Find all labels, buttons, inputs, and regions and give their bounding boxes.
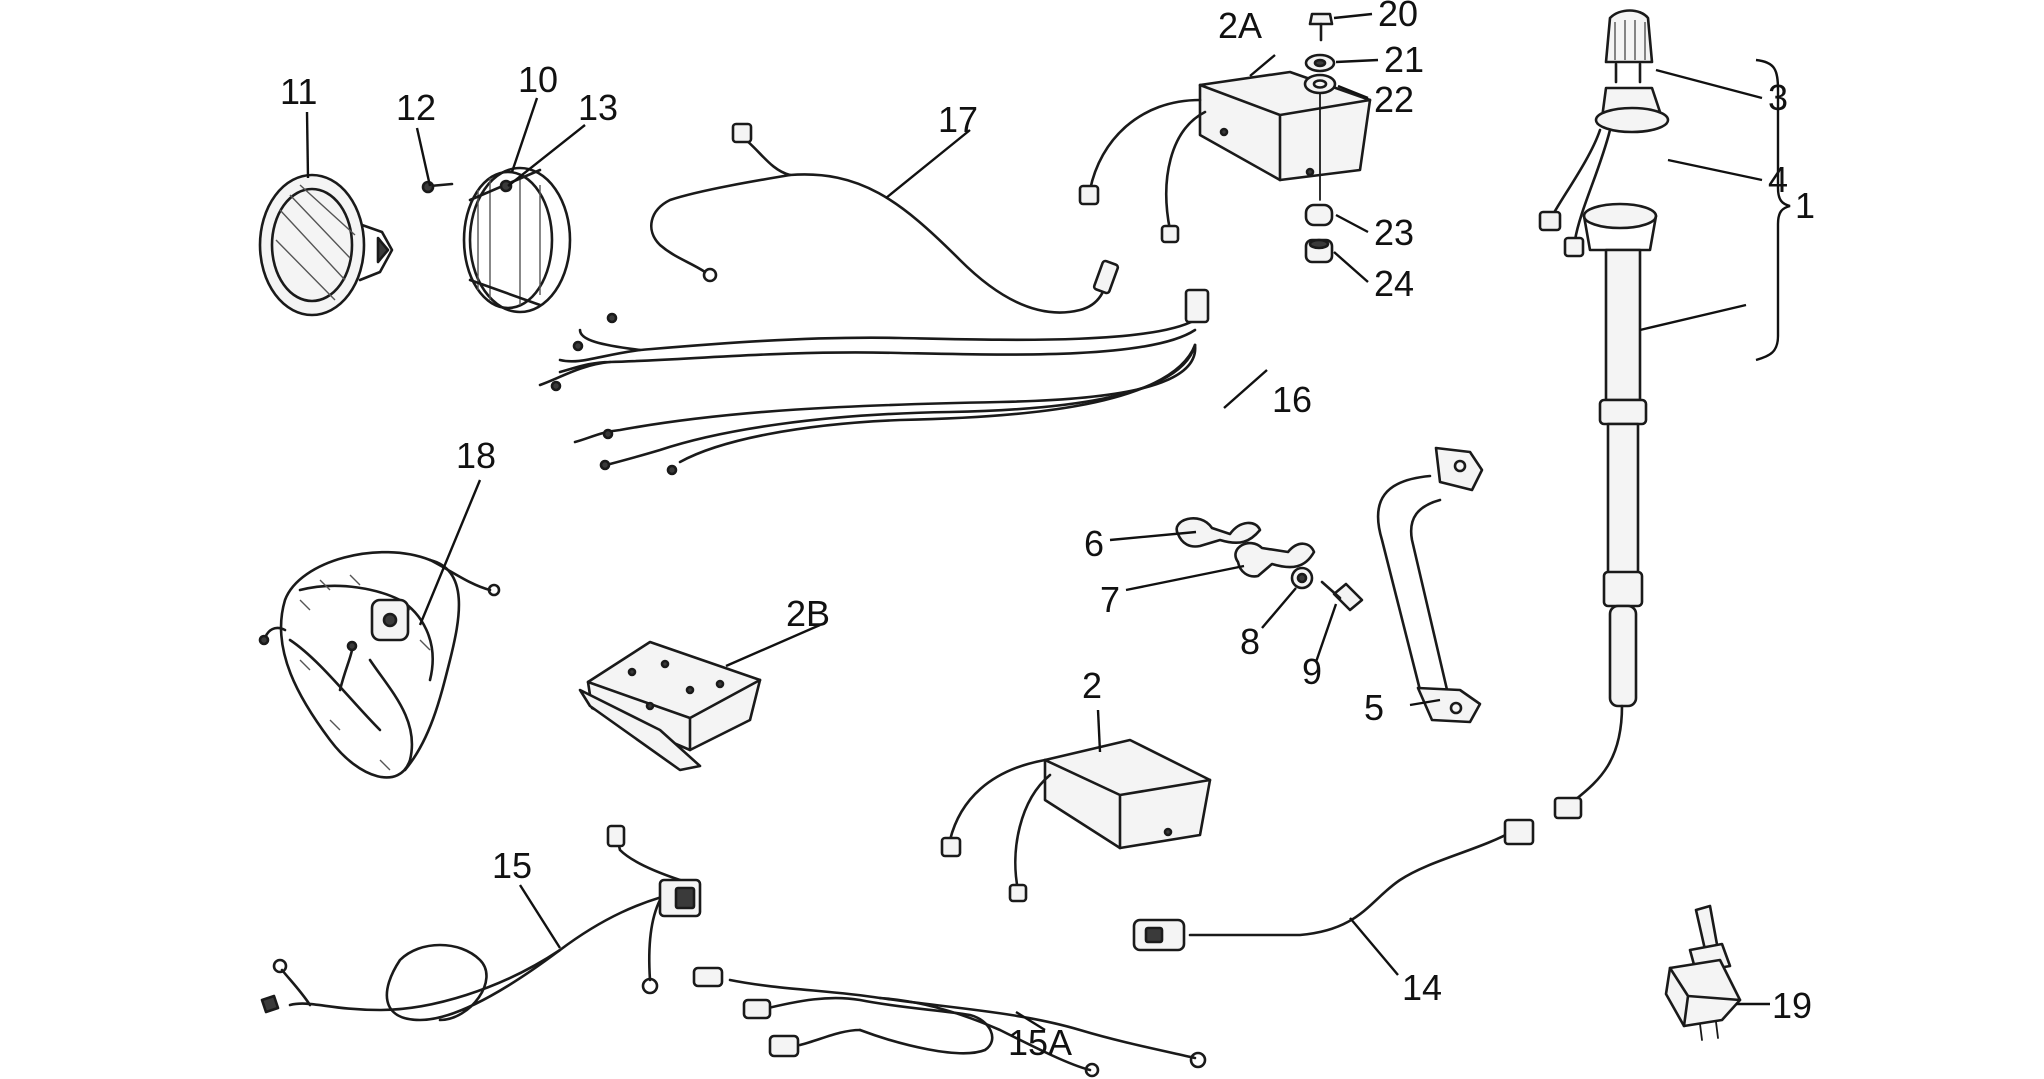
- label-23: 23: [1374, 212, 1414, 253]
- label-3: 3: [1768, 77, 1788, 118]
- wiring-harness-15: [260, 824, 702, 1022]
- headlamp: [258, 173, 394, 317]
- label-18: 18: [456, 435, 496, 476]
- label-14: 14: [1402, 967, 1442, 1008]
- electronic-module-2a: [1078, 70, 1372, 244]
- wiring-harness-18: [258, 550, 501, 779]
- clamp-hardware: [1175, 517, 1364, 612]
- wiring-harness-16: [538, 288, 1210, 476]
- label-15a: 15A: [1008, 1022, 1072, 1063]
- label-17: 17: [938, 99, 978, 140]
- electronic-module-2: [940, 738, 1212, 903]
- mounting-bracket: [1376, 446, 1484, 724]
- label-7: 7: [1100, 579, 1120, 620]
- label-20: 20: [1378, 0, 1418, 34]
- label-2: 2: [1082, 665, 1102, 706]
- label-1: 1: [1795, 185, 1815, 226]
- label-5: 5: [1364, 687, 1384, 728]
- label-8: 8: [1240, 621, 1260, 662]
- rim-screw: [421, 180, 454, 194]
- rim-clip: [499, 179, 513, 193]
- antenna-assembly: [1538, 9, 1670, 820]
- wiring-harness-17: [650, 122, 1120, 314]
- label-21: 21: [1384, 39, 1424, 80]
- module-mount-hardware: [1303, 12, 1337, 264]
- label-9: 9: [1302, 651, 1322, 692]
- label-12: 12: [396, 87, 436, 128]
- label-11: 11: [280, 71, 317, 112]
- label-15: 15: [492, 845, 532, 886]
- label-22: 22: [1374, 79, 1414, 120]
- label-2b: 2B: [786, 593, 830, 634]
- voltage-regulator-2b: [578, 640, 762, 772]
- label-4: 4: [1768, 159, 1788, 200]
- label-13: 13: [578, 87, 618, 128]
- label-6: 6: [1084, 523, 1104, 564]
- label-16: 16: [1272, 379, 1312, 420]
- leader-lines: [305, 12, 1791, 1032]
- toggle-switch: [1664, 904, 1742, 1041]
- cable-14: [1132, 818, 1535, 952]
- wiring-harness-15a: [692, 966, 1207, 1078]
- callout-labels: 11 12 10 13 17 2A 20 21 22 23 24 3 4 1 1…: [280, 0, 1815, 1063]
- label-10: 10: [518, 59, 558, 100]
- label-24: 24: [1374, 263, 1414, 304]
- label-19: 19: [1772, 985, 1812, 1026]
- headlamp-rim: [462, 166, 572, 314]
- label-2a: 2A: [1218, 5, 1262, 46]
